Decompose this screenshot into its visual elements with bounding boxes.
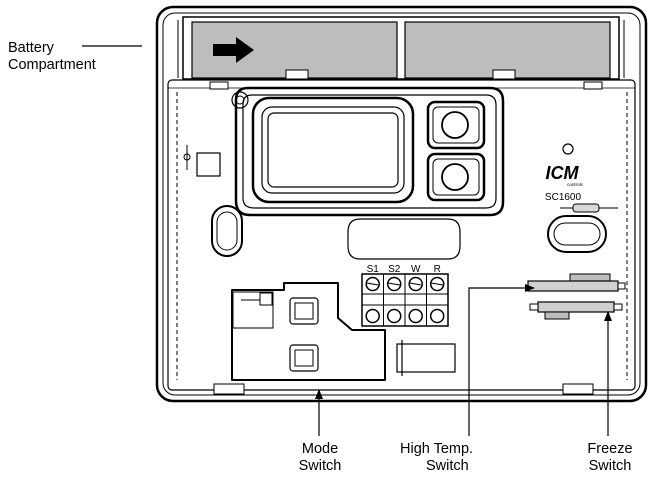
- freeze-switch-label: Freeze Switch: [570, 441, 650, 475]
- inner-dashed-borders: [176, 92, 628, 380]
- mode-label-line1: Mode: [301, 441, 339, 457]
- left-side-features: [183, 145, 243, 257]
- brand-logo: ICM: [546, 163, 580, 183]
- freeze-switch: [529, 301, 623, 320]
- terminal-label-r: R: [434, 264, 441, 275]
- terminal-label-s2: S2: [388, 264, 401, 275]
- mode-switch-housing: [231, 282, 386, 381]
- battery-compartment: [177, 16, 625, 80]
- freeze-label-line1: Freeze: [587, 441, 633, 457]
- terminal-label-s1: S1: [367, 264, 380, 275]
- mode-label-line2: Switch: [298, 458, 342, 474]
- callout-high-temp-leader: [468, 284, 535, 436]
- battery-compartment-label: Battery Compartment: [8, 40, 96, 74]
- battery-label-line1: Battery: [8, 40, 54, 56]
- display-module: [231, 86, 505, 217]
- high-temp-switch: [527, 273, 626, 292]
- high-temp-label-line1: High Temp.: [400, 441, 474, 457]
- terminal-block: [361, 273, 449, 327]
- high-temp-switch-label: High Temp. Switch: [400, 441, 490, 475]
- freeze-label-line2: Switch: [588, 458, 632, 474]
- terminal-label-w: W: [411, 264, 421, 275]
- brand-logo-subtext: controls: [567, 182, 584, 187]
- high-temp-label-line2: Switch: [426, 458, 469, 474]
- corner-clips: [209, 81, 603, 395]
- mode-switch-label: Mode Switch: [280, 441, 360, 475]
- battery-arrow-icon: [213, 37, 254, 63]
- model-number: SC1600: [545, 192, 582, 203]
- right-side-features: [547, 143, 618, 253]
- connector-block: [396, 340, 456, 376]
- center-slot: [347, 218, 461, 260]
- battery-label-line2: Compartment: [8, 57, 96, 73]
